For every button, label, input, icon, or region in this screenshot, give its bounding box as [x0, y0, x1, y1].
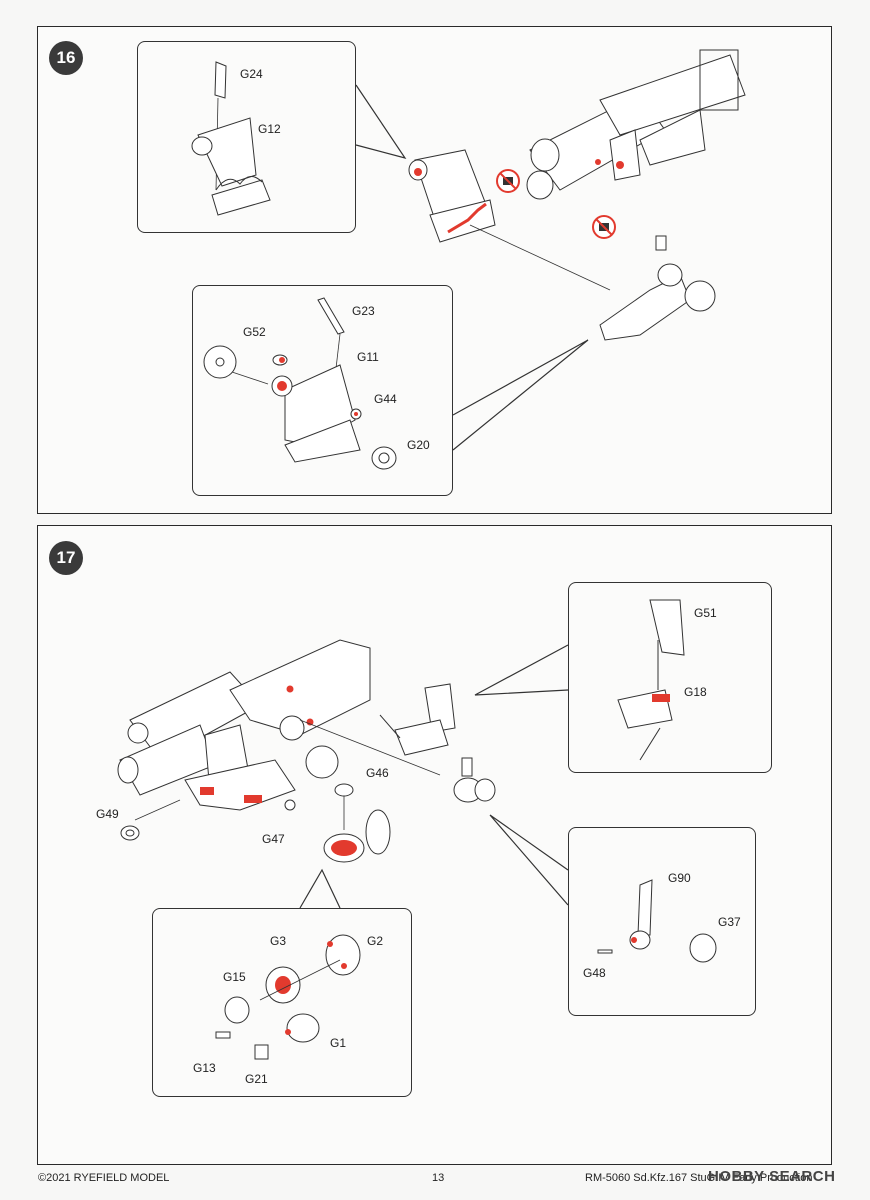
part-g47 — [284, 799, 296, 811]
part-g90 — [629, 879, 653, 950]
part-label: G52 — [243, 325, 266, 339]
part-g15 — [224, 996, 250, 1024]
part-label: G51 — [694, 606, 717, 620]
part-label: G13 — [193, 1061, 216, 1075]
part-g24 — [214, 61, 227, 99]
part-g52 — [203, 345, 237, 379]
part-label: G49 — [96, 807, 119, 821]
handwheel-17 — [453, 757, 496, 803]
part-g11 — [271, 354, 361, 463]
part-label: G90 — [668, 871, 691, 885]
part-label: G3 — [270, 934, 287, 948]
part-label: G21 — [245, 1072, 268, 1086]
part-g23 — [317, 297, 345, 335]
footer-page-number: 13 — [432, 1172, 445, 1184]
part-g13 — [215, 1031, 231, 1039]
part-label: G2 — [367, 934, 384, 948]
part-g2 — [325, 934, 361, 976]
part-g46 — [334, 783, 354, 797]
traverse-mount-16 — [599, 235, 716, 341]
seat-17 — [379, 683, 456, 756]
footer-copyright: ©2021 RYEFIELD MODEL — [38, 1172, 170, 1184]
footer-product: RM-5060 Sd.Kfz.167 StuG.IV Early Product… — [585, 1172, 813, 1184]
watermark-logo: HOBBY SEARCH — [708, 1168, 836, 1185]
part-g20 — [371, 446, 397, 470]
part-label: G12 — [258, 122, 281, 136]
step-17-badge: 17 — [49, 541, 83, 575]
part-label: G23 — [352, 304, 375, 318]
part-label: G20 — [407, 438, 430, 452]
part-label: G11 — [357, 350, 379, 364]
step-17-callout-handwheel — [568, 827, 756, 1016]
no-glue-icon — [496, 169, 520, 193]
part-g48 — [597, 949, 613, 954]
part-label: G48 — [583, 966, 606, 980]
part-label: G24 — [240, 67, 263, 81]
part-label: G15 — [223, 970, 246, 984]
part-label: G44 — [374, 392, 397, 406]
part-label: G47 — [262, 832, 285, 846]
no-glue-icon — [592, 215, 616, 239]
part-g49 — [120, 825, 140, 841]
step-16-badge: 16 — [49, 41, 83, 75]
part-label: G1 — [330, 1036, 347, 1050]
part-label: G37 — [718, 915, 741, 929]
part-g1 — [286, 1013, 320, 1043]
part-g51 — [649, 599, 685, 690]
part-label: G18 — [684, 685, 707, 699]
gun-assembly-16 — [526, 49, 746, 200]
part-label: G46 — [366, 766, 389, 780]
part-g21 — [254, 1044, 269, 1060]
part-g37 — [689, 933, 717, 963]
gearbox-17 — [323, 809, 391, 863]
part-g12 — [191, 117, 271, 216]
gun-assembly-17 — [117, 639, 371, 811]
